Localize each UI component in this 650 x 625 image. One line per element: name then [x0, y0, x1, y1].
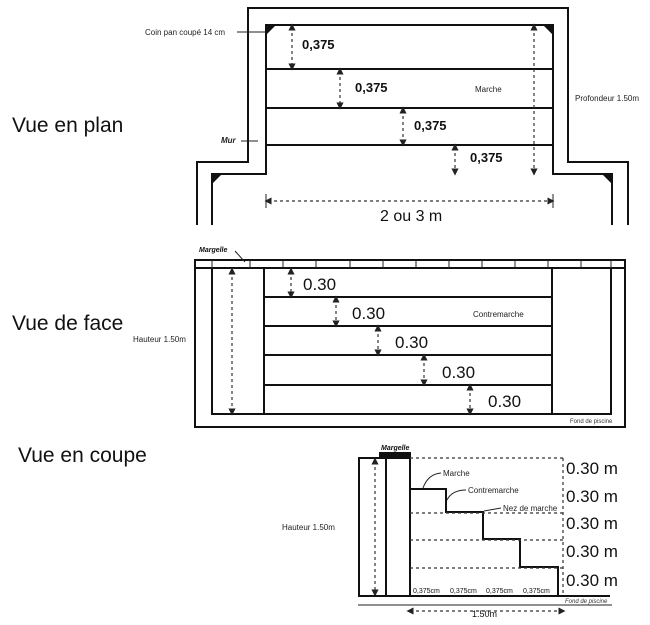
section-riser-label: Contremarche: [468, 486, 519, 495]
plan-title: Vue en plan: [12, 114, 123, 137]
tread-depth-label: 0,375cm: [523, 588, 550, 595]
face-view: Vue de face 0.30 0.30 0.30 0.30 0.30 Con…: [12, 247, 626, 428]
corner-chamfer-icons: [212, 25, 612, 184]
depth-label: Profondeur 1.50m: [575, 94, 639, 103]
section-guide-lines: [371, 457, 566, 615]
riser-height-label: 0.30: [442, 363, 475, 382]
face-title: Vue de face: [12, 312, 123, 335]
section-riser-height: 0.30 m: [566, 571, 618, 590]
section-title: Vue en coupe: [18, 444, 147, 467]
height-label: Hauteur 1.50m: [133, 335, 186, 344]
plan-inner-wall: [211, 24, 613, 225]
section-riser-height: 0.30 m: [566, 542, 618, 561]
section-riser-height: 0.30 m: [566, 459, 618, 478]
tread-depth-label: 0,375cm: [450, 588, 477, 595]
section-coping-label: Margelle: [381, 445, 410, 452]
section-bottom-label: Fond de piscine: [565, 599, 608, 605]
wall-label: Mur: [221, 136, 237, 145]
step-depth-label: 0,375: [414, 118, 447, 133]
plan-step-lines: [266, 68, 553, 146]
nosing-label: Nez de marche: [503, 504, 558, 513]
length-label: 1.50m: [472, 609, 497, 619]
section-height-label: Hauteur 1.50m: [282, 523, 335, 532]
riser-height-label: 0.30: [352, 304, 385, 323]
tread-depth-label: 0,375cm: [486, 588, 513, 595]
face-dimension-arrows: [228, 267, 474, 416]
face-riser-lines: [263, 296, 552, 386]
section-riser-height: 0.30 m: [566, 487, 618, 506]
plan-view: Vue en plan 0,375 0,375 0,375 0,375 Marc…: [12, 7, 639, 225]
step-label: Marche: [475, 85, 502, 94]
stair-profile: [410, 488, 559, 595]
riser-label: Contremarche: [473, 310, 524, 319]
tread-depth-label: 0,375cm: [413, 588, 440, 595]
section-view: Vue en coupe Margelle Hauteur 1.50m Marc…: [18, 444, 618, 619]
coping-label: Margelle: [199, 247, 228, 254]
coping-tiles: [211, 260, 612, 268]
bottom-label: Fond de piscine: [570, 419, 613, 425]
corner-label: Coin pan coupé 14 cm: [145, 28, 225, 37]
tread-label: Marche: [443, 469, 470, 478]
plan-outer-wall: [196, 7, 629, 225]
coping-block: [379, 452, 411, 457]
step-depth-label: 0,375: [470, 150, 503, 165]
width-label: 2 ou 3 m: [380, 208, 442, 225]
plan-dimension-arrows: [264, 23, 555, 208]
step-depth-label: 0,375: [355, 80, 388, 95]
face-outline: [194, 259, 626, 428]
step-depth-label: 0,375: [302, 37, 335, 52]
riser-height-label: 0.30: [488, 392, 521, 411]
riser-height-label: 0.30: [395, 333, 428, 352]
section-riser-height: 0.30 m: [566, 514, 618, 533]
riser-height-label: 0.30: [303, 275, 336, 294]
